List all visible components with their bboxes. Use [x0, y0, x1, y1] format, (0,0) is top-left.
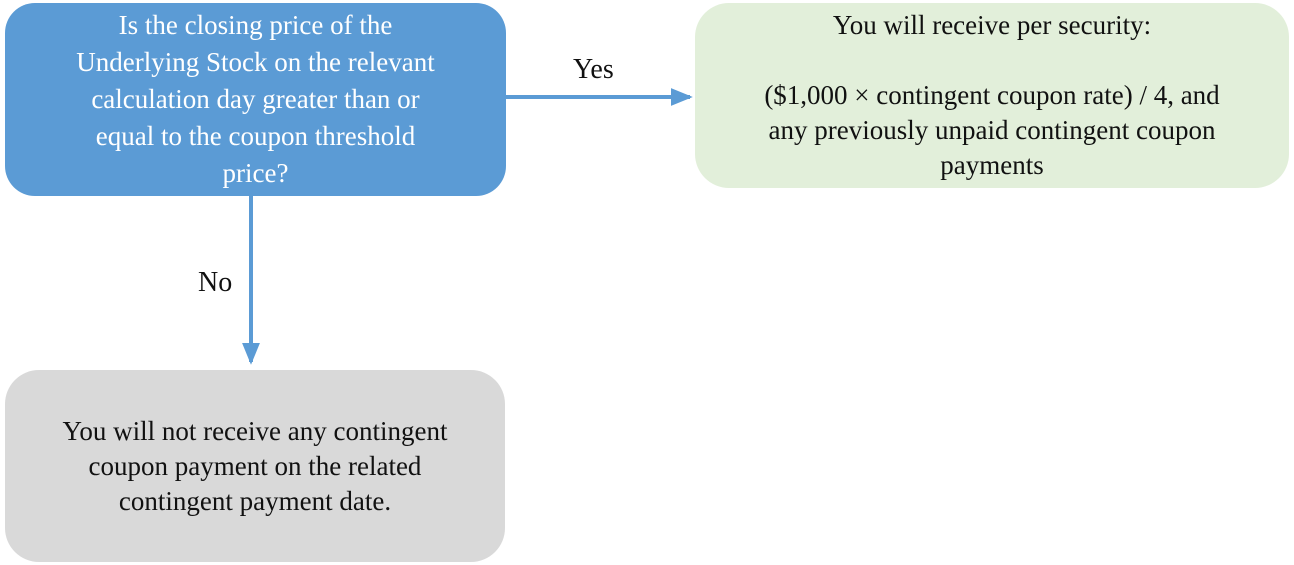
outcome-yes-box: You will receive per security: ($1,000 ×… — [695, 3, 1289, 188]
outcome-no-text: You will not receive any contingent coup… — [62, 415, 448, 516]
outcome-yes-text: You will receive per security: ($1,000 ×… — [764, 10, 1220, 180]
decision-text: Is the closing price of the Underlying S… — [76, 10, 435, 188]
no-edge-label: No — [198, 267, 233, 298]
yes-edge-label: Yes — [573, 54, 614, 85]
decision-box: Is the closing price of the Underlying S… — [5, 3, 506, 196]
outcome-no-box: You will not receive any contingent coup… — [5, 370, 505, 562]
